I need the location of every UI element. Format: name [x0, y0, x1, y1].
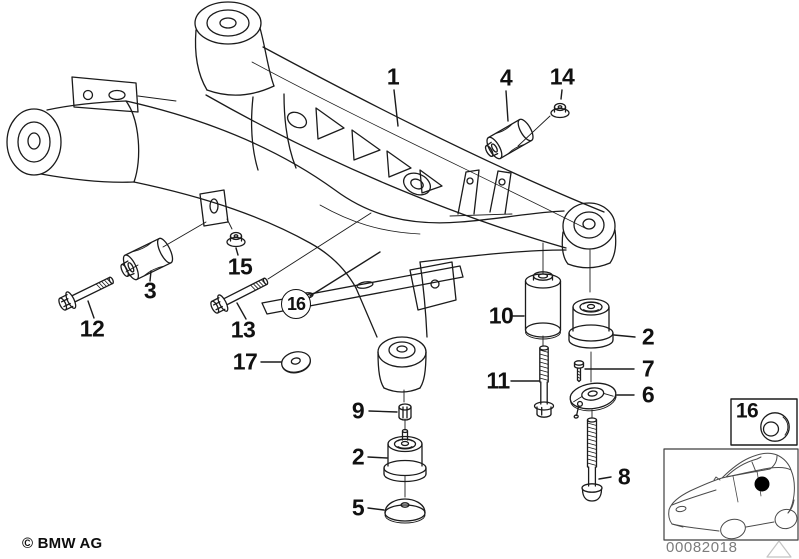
bolt-11-drawing — [533, 345, 555, 418]
location-dot — [754, 476, 770, 492]
callout-6[interactable]: 6 — [641, 381, 655, 408]
callout-11[interactable]: 11 — [486, 367, 510, 394]
callout-10[interactable]: 10 — [488, 302, 514, 329]
callout-15[interactable]: 15 — [227, 253, 253, 280]
bushing-2-right-drawing — [568, 298, 614, 349]
subframe-drawing — [6, 1, 617, 393]
callout-2-center[interactable]: 2 — [351, 443, 365, 470]
diagram-image-number: 00082018 — [666, 539, 738, 556]
bolt-8-drawing — [581, 417, 603, 502]
bushing-10-drawing — [524, 271, 562, 340]
callout-14[interactable]: 14 — [549, 63, 575, 90]
bolt-13-drawing — [210, 277, 269, 314]
retainer-6-drawing — [569, 382, 617, 419]
inset-16-box — [730, 398, 798, 446]
nut-14-drawing — [550, 102, 570, 119]
callout-13[interactable]: 13 — [230, 316, 256, 343]
bushing-3-drawing — [120, 237, 174, 281]
washer-17-drawing — [281, 351, 311, 374]
callout-16-circled[interactable]: 16 — [281, 289, 311, 319]
screw-7-drawing — [573, 360, 585, 383]
callout-2-right[interactable]: 2 — [641, 323, 655, 350]
bolt-12-drawing — [58, 276, 114, 311]
nut-9-drawing — [398, 403, 412, 421]
cap-5-drawing — [384, 498, 426, 524]
callout-8[interactable]: 8 — [617, 463, 631, 490]
callout-7[interactable]: 7 — [641, 355, 655, 382]
car-outline — [668, 452, 798, 540]
bushing-4-drawing — [484, 118, 534, 160]
assembly-axis-lines — [125, 115, 593, 498]
callout-3[interactable]: 3 — [143, 277, 157, 304]
callout-17[interactable]: 17 — [232, 348, 258, 375]
callout-leader-lines — [87, 89, 636, 511]
nut-15-drawing — [226, 231, 246, 248]
callout-9[interactable]: 9 — [351, 397, 365, 424]
grommet-icon — [760, 412, 790, 442]
watermark-triangle-icon — [766, 540, 792, 558]
callout-12[interactable]: 12 — [79, 315, 105, 342]
bushing-2-center-drawing — [383, 428, 427, 483]
copyright-notice: © BMW AG — [22, 535, 103, 552]
callout-4[interactable]: 4 — [499, 64, 513, 91]
callout-5[interactable]: 5 — [351, 494, 365, 521]
callout-16-inset[interactable]: 16 — [735, 399, 759, 423]
callout-1[interactable]: 1 — [386, 63, 400, 90]
car-location-inset — [663, 448, 799, 541]
